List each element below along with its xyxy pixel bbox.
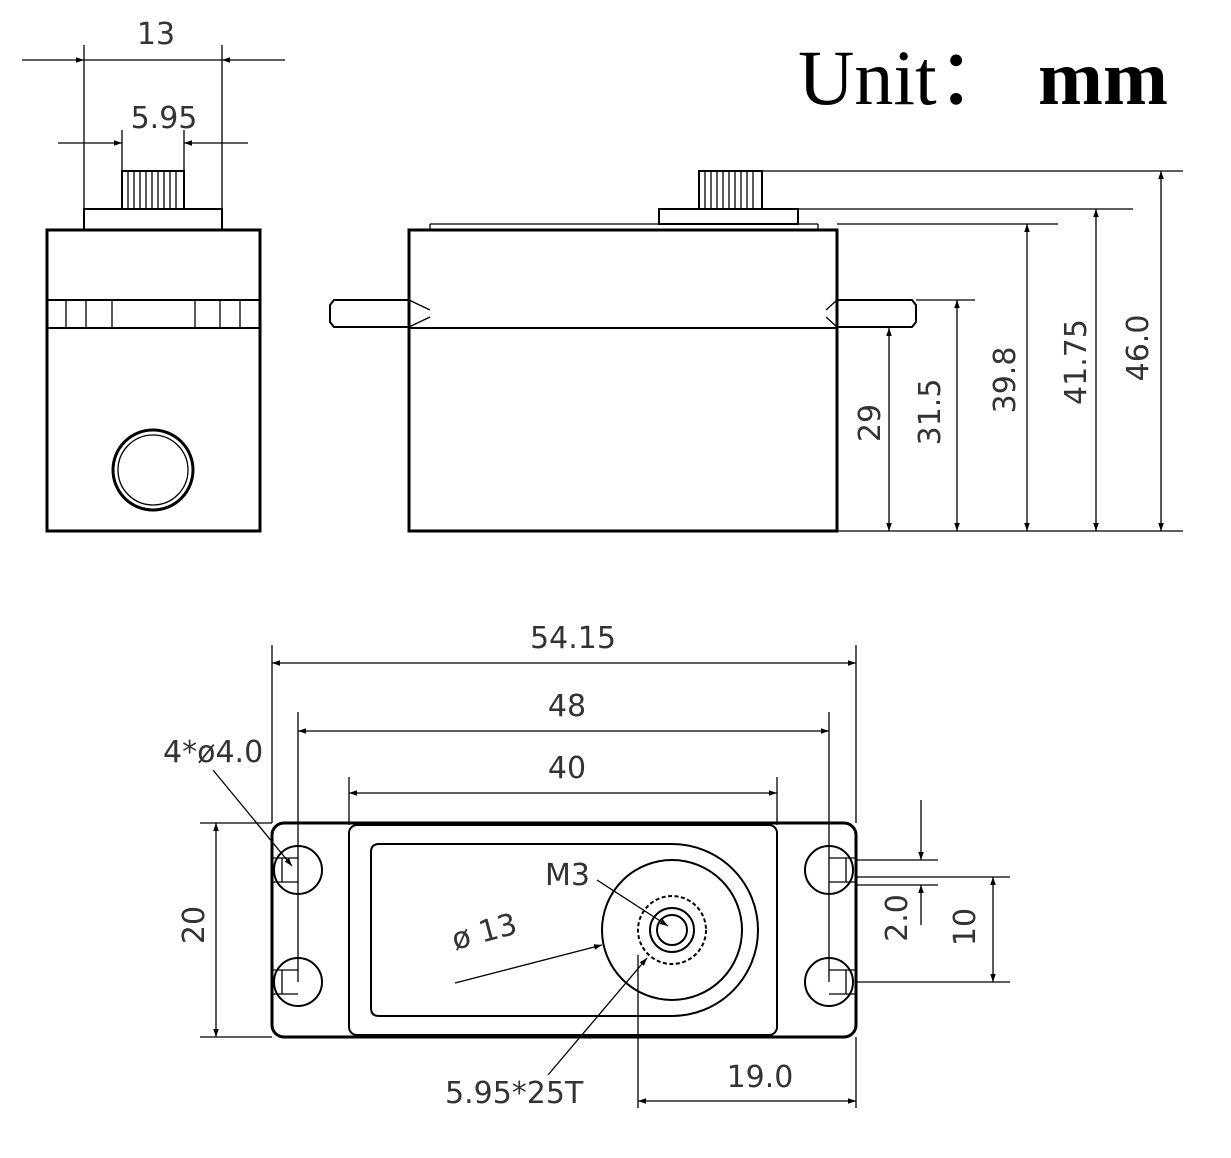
output-boss — [601, 859, 743, 1001]
end-view-cap — [83, 208, 223, 231]
m3-screw-hole — [656, 914, 688, 946]
label-mount-holes: 4*ø4.0 — [163, 735, 263, 770]
output-spline — [637, 895, 707, 965]
dim-height-31-5: 31.5 — [913, 379, 948, 446]
label-screw: M3 — [545, 858, 590, 893]
top-view-flange — [270, 821, 858, 1039]
mount-hole-top-right — [804, 845, 856, 895]
dim-overall-length: 54.15 — [530, 621, 616, 656]
end-view: 13 5.95 — [22, 17, 285, 533]
unit-label: Unit： mm — [798, 34, 1168, 121]
dim-body-width: 20 — [177, 906, 212, 944]
dim-height-46: 46.0 — [1121, 315, 1156, 382]
top-view: 54.15 48 40 20 4*ø4.0 M3 ø 13 5.95*25T 1… — [163, 621, 1010, 1111]
dim-height-39-8: 39.8 — [988, 347, 1023, 414]
unit-value: mm — [1038, 34, 1168, 121]
label-horn-diameter: ø 13 — [448, 907, 521, 958]
dim-body-length: 40 — [548, 751, 586, 786]
dim-height-29: 29 — [853, 404, 888, 442]
left-mount-tab — [329, 299, 409, 328]
right-mount-tab — [837, 299, 917, 328]
top-view-body — [348, 824, 778, 1036]
mount-hole-top-left — [272, 845, 323, 895]
dim-hole-spacing-y: 10 — [948, 908, 983, 946]
unit-label-text: Unit： — [798, 34, 1015, 121]
dim-output-offset: 19.0 — [727, 1060, 794, 1095]
side-view: 29 31.5 39.8 41.75 46.0 — [329, 170, 1183, 533]
side-view-body — [407, 228, 839, 533]
label-spline: 5.95*25T — [445, 1076, 584, 1111]
side-view-cap — [658, 208, 799, 225]
dim-slot-width: 2.0 — [880, 894, 915, 942]
dim-total-width: 13 — [137, 17, 175, 52]
dim-hole-spacing: 48 — [548, 689, 586, 724]
dim-spline-width: 5.95 — [131, 101, 198, 136]
side-view-spline — [698, 170, 763, 210]
mount-hole-bottom-left — [272, 957, 323, 1007]
wire-grommet — [111, 428, 195, 512]
end-view-body — [45, 228, 262, 533]
end-view-spline — [121, 170, 185, 210]
dim-height-41-75: 41.75 — [1059, 319, 1094, 405]
mount-hole-bottom-right — [804, 957, 856, 1007]
top-view-cap — [370, 843, 759, 1017]
